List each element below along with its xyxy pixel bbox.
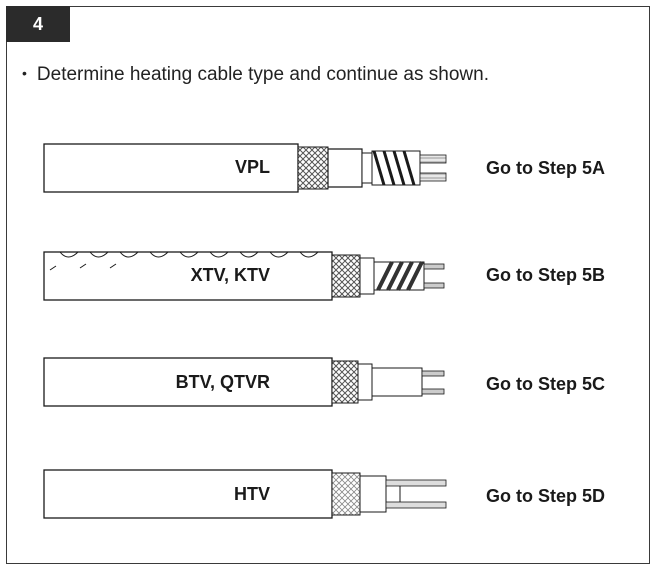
bullet-icon: • (22, 65, 27, 81)
go-to-step-5a-link[interactable]: Go to Step 5A (486, 158, 606, 178)
cable-type-label-xtv-ktv: XTV, KTV (190, 265, 270, 285)
cable-type-label-htv: HTV (234, 484, 270, 504)
cable-btv-qtvr-illustration (43, 357, 445, 407)
instruction-line: • Determine heating cable type and conti… (22, 64, 489, 86)
cable-type-label-btv-qtvr: BTV, QTVR (175, 372, 270, 392)
go-to-step-5b-link[interactable]: Go to Step 5B (486, 265, 606, 285)
cable-xtv-ktv-illustration (43, 251, 445, 301)
step-card-frame (6, 6, 650, 564)
cable-htv-illustration (43, 469, 447, 519)
go-to-step-5c-link[interactable]: Go to Step 5C (486, 374, 606, 394)
instruction-text: Determine heating cable type and continu… (36, 64, 489, 85)
step-number-badge: 4 (6, 6, 70, 42)
cable-type-label-vpl: VPL (234, 157, 270, 177)
cable-vpl-illustration (43, 143, 447, 193)
go-to-step-5d-link[interactable]: Go to Step 5D (486, 486, 606, 506)
